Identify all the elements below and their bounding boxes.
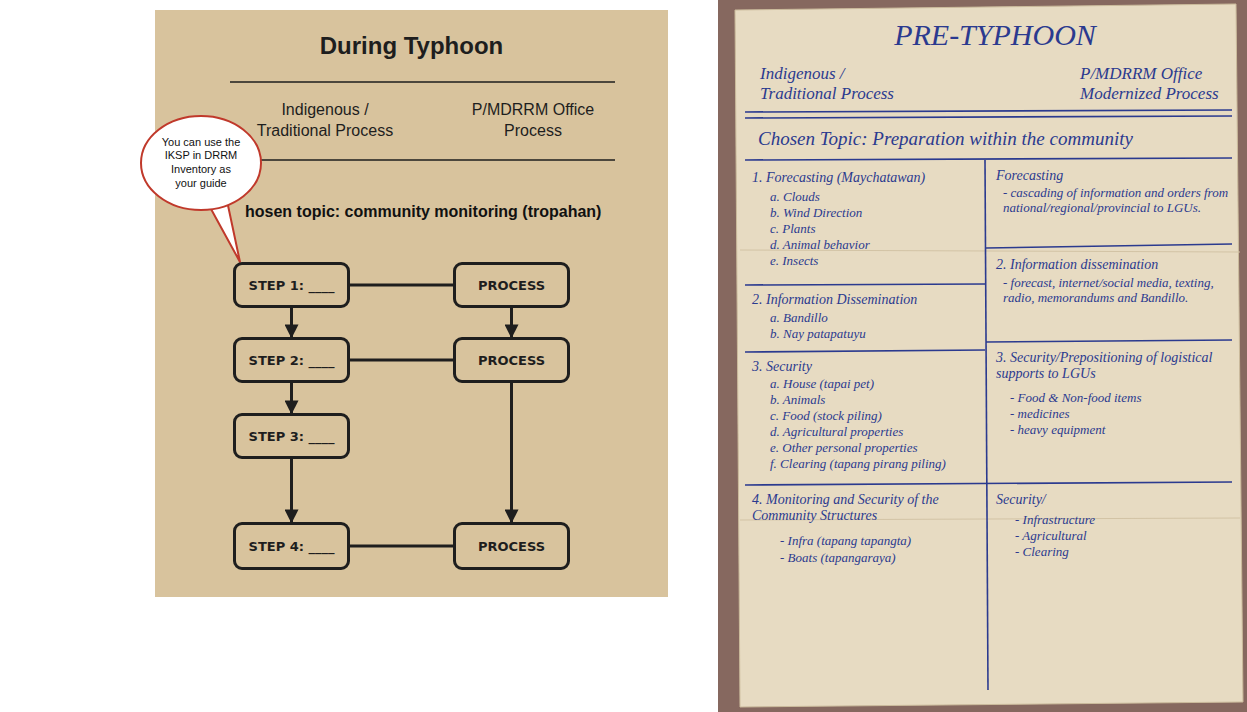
list-item: e. Insects [770,254,980,269]
hand-rule [745,284,985,285]
flow-arrow [510,308,513,337]
list-item: - medicines [1010,407,1230,422]
process-box: PROCESS [453,522,570,570]
list-item: a. Clouds [770,190,980,205]
list-item: - Food & Non-food items [1010,391,1230,406]
step-box: STEP 3: ____ [233,413,350,459]
flow-arrow [290,459,293,522]
slide-panel [155,10,668,597]
process-box: PROCESS [453,337,570,383]
node-text: PROCESS [478,353,545,368]
link-line [350,284,453,287]
list-item: - Infrastructure [1015,513,1225,528]
list-item: - heavy equipment [1010,423,1230,438]
list-item: b. Wind Direction [770,206,980,221]
node-text: PROCESS [478,539,545,554]
node-text: STEP 2: ____ [249,353,335,368]
step-box: STEP 1: ____ [233,262,350,308]
rule-line [230,81,615,83]
list-item: a. Bandillo [770,311,980,326]
flow-arrow [510,383,513,522]
process-box: PROCESS [453,262,570,308]
link-line [350,545,453,548]
list-item: - Boats (tapangaraya) [780,551,980,566]
node-text: You can use the IKSP in DRRM Inventory a… [160,136,242,191]
hand-rule [745,350,985,352]
column-header: Indigenous / Traditional Process [760,64,920,103]
link-line [350,359,453,362]
list-heading: Forecasting [996,168,1226,184]
carpet [718,0,1247,712]
hand-rules [745,110,1232,690]
list-item: b. Animals [770,393,980,408]
list-heading: 2. Information Dissemination [752,292,980,308]
list-item: - cascading of information and orders fr… [1003,186,1231,216]
flow-arrow [290,308,293,337]
list-heading: 4. Monitoring and Security of the Commun… [752,492,980,524]
list-item: b. Nay patapatuyu [770,327,980,342]
list-heading: 1. Forecasting (Maychatawan) [752,170,980,186]
hand-rule [745,116,1232,118]
column-header: P/MDRRM Office Process [458,100,608,142]
list-item: - Infra (tapang tapangta) [780,534,980,549]
step-box: STEP 4: ____ [233,522,350,570]
hand-rule [745,110,1232,112]
list-item: c. Plants [770,222,980,237]
hand-rule [745,482,1232,485]
node-text: STEP 1: ____ [249,278,335,293]
slide-title: During Typhoon [155,32,668,60]
list-item: c. Food (stock piling) [770,409,980,424]
poster-title: PRE-TYPHOON [850,18,1140,53]
column-header: P/MDRRM Office Modernized Process [1080,64,1235,103]
list-item: - Agricultural [1015,529,1225,544]
list-item: f. Clearing (tapang pirang piling) [770,457,982,472]
list-heading: Security/ [996,492,1226,508]
flow-arrow [290,383,293,413]
topic-line: hosen topic: community monitoring (tropa… [245,203,601,221]
step-box: STEP 2: ____ [233,337,350,383]
column-header: Indigenous / Traditional Process [250,100,400,142]
paper-sheet [735,4,1243,707]
bubble-ellipse [141,116,261,210]
list-item: e. Other personal properties [770,441,980,456]
hand-rule [986,244,1232,248]
list-heading: 2. Information dissemination [996,257,1230,273]
list-item: - forecast, internet/social media, texti… [1003,276,1231,306]
node-text: PROCESS [478,278,545,293]
rule-line [230,159,615,161]
list-item: d. Agricultural properties [770,425,980,440]
list-heading: 3. Security/Prepositioning of logistical… [996,350,1230,382]
list-item: - Clearing [1015,545,1225,560]
callout-bubble: You can use the IKSP in DRRM Inventory a… [140,115,262,211]
hand-rule [985,160,988,690]
node-text: STEP 3: ____ [249,429,335,444]
hand-rule [986,340,1232,342]
list-item: d. Animal behavior [770,238,980,253]
list-heading: 3. Security [752,359,980,375]
topic-line: Chosen Topic: Preparation within the com… [758,128,1228,150]
list-item: a. House (tapai pet) [770,377,980,392]
hand-rule [745,158,1232,160]
node-text: STEP 4: ____ [249,539,335,554]
